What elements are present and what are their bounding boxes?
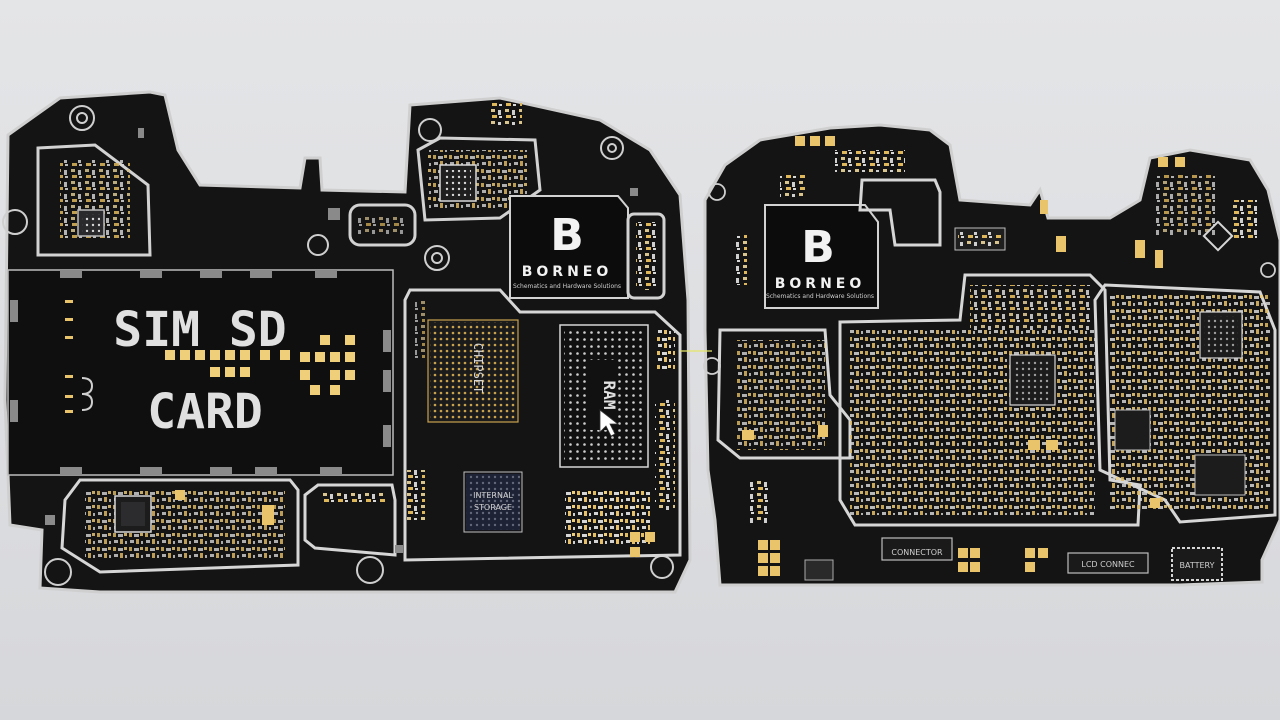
battery-connector-footprint: BATTERY xyxy=(1171,547,1223,581)
top-middle-module xyxy=(416,136,542,222)
soc-region-outline xyxy=(403,288,682,562)
borneo-logo-text-right: BORNEO xyxy=(775,276,866,292)
mounting-hole-icons xyxy=(2,105,674,586)
card-label: CARD xyxy=(147,384,263,440)
borneo-tagline: Schematics and Hardware Solutions xyxy=(513,283,621,290)
connector-label: CONNECTOR xyxy=(891,548,943,557)
borneo-logo-right: B BORNEO Schematics and Hardware Solutio… xyxy=(764,204,879,309)
internal-storage-chip: INTERNAL STORAGE xyxy=(463,471,523,533)
left-board: B BORNEO Schematics and Hardware Solutio… xyxy=(2,90,692,594)
ram-label: RAM xyxy=(600,381,619,410)
borneo-logo-text: BORNEO xyxy=(522,264,613,280)
top-module-right xyxy=(858,178,942,247)
chipset: CHIPSET xyxy=(427,319,519,423)
borneo-tagline-right: Schematics and Hardware Solutions xyxy=(766,293,874,300)
chipset-label: CHIPSET xyxy=(471,343,485,394)
mouse-cursor-icon xyxy=(599,409,620,437)
small-slot xyxy=(348,203,417,247)
sim-sd-card-area: SIM SD CARD xyxy=(7,269,394,476)
right-board: B BORNEO Schematics and Hardware Solutio… xyxy=(703,123,1280,587)
battery-label: BATTERY xyxy=(1180,561,1215,570)
gold-test-pads-left xyxy=(175,490,655,557)
gold-test-pads-right xyxy=(742,136,1185,576)
storage-label-line2: STORAGE xyxy=(474,503,512,512)
sim-contact-pads xyxy=(165,335,355,395)
borneo-logo-left: B BORNEO Schematics and Hardware Solutio… xyxy=(509,195,629,299)
borneo-logo-mark: B xyxy=(550,210,584,261)
lcd-connector-label: LCD CONNEC xyxy=(1081,560,1135,569)
connector-footprint: CONNECTOR xyxy=(881,537,953,561)
borneo-logo-mark-right: B xyxy=(801,222,835,273)
ram-chip: RAM xyxy=(559,324,649,468)
vias-right xyxy=(703,183,1276,375)
storage-label-line1: INTERNAL xyxy=(473,491,513,500)
side-connector xyxy=(626,212,666,300)
lcd-connector-footprint: LCD CONNEC xyxy=(1067,552,1149,574)
bottom-middle-module xyxy=(303,483,397,557)
bottom-left-module xyxy=(60,478,300,574)
top-left-module xyxy=(36,143,152,257)
sim-sd-label: SIM SD xyxy=(113,302,286,358)
